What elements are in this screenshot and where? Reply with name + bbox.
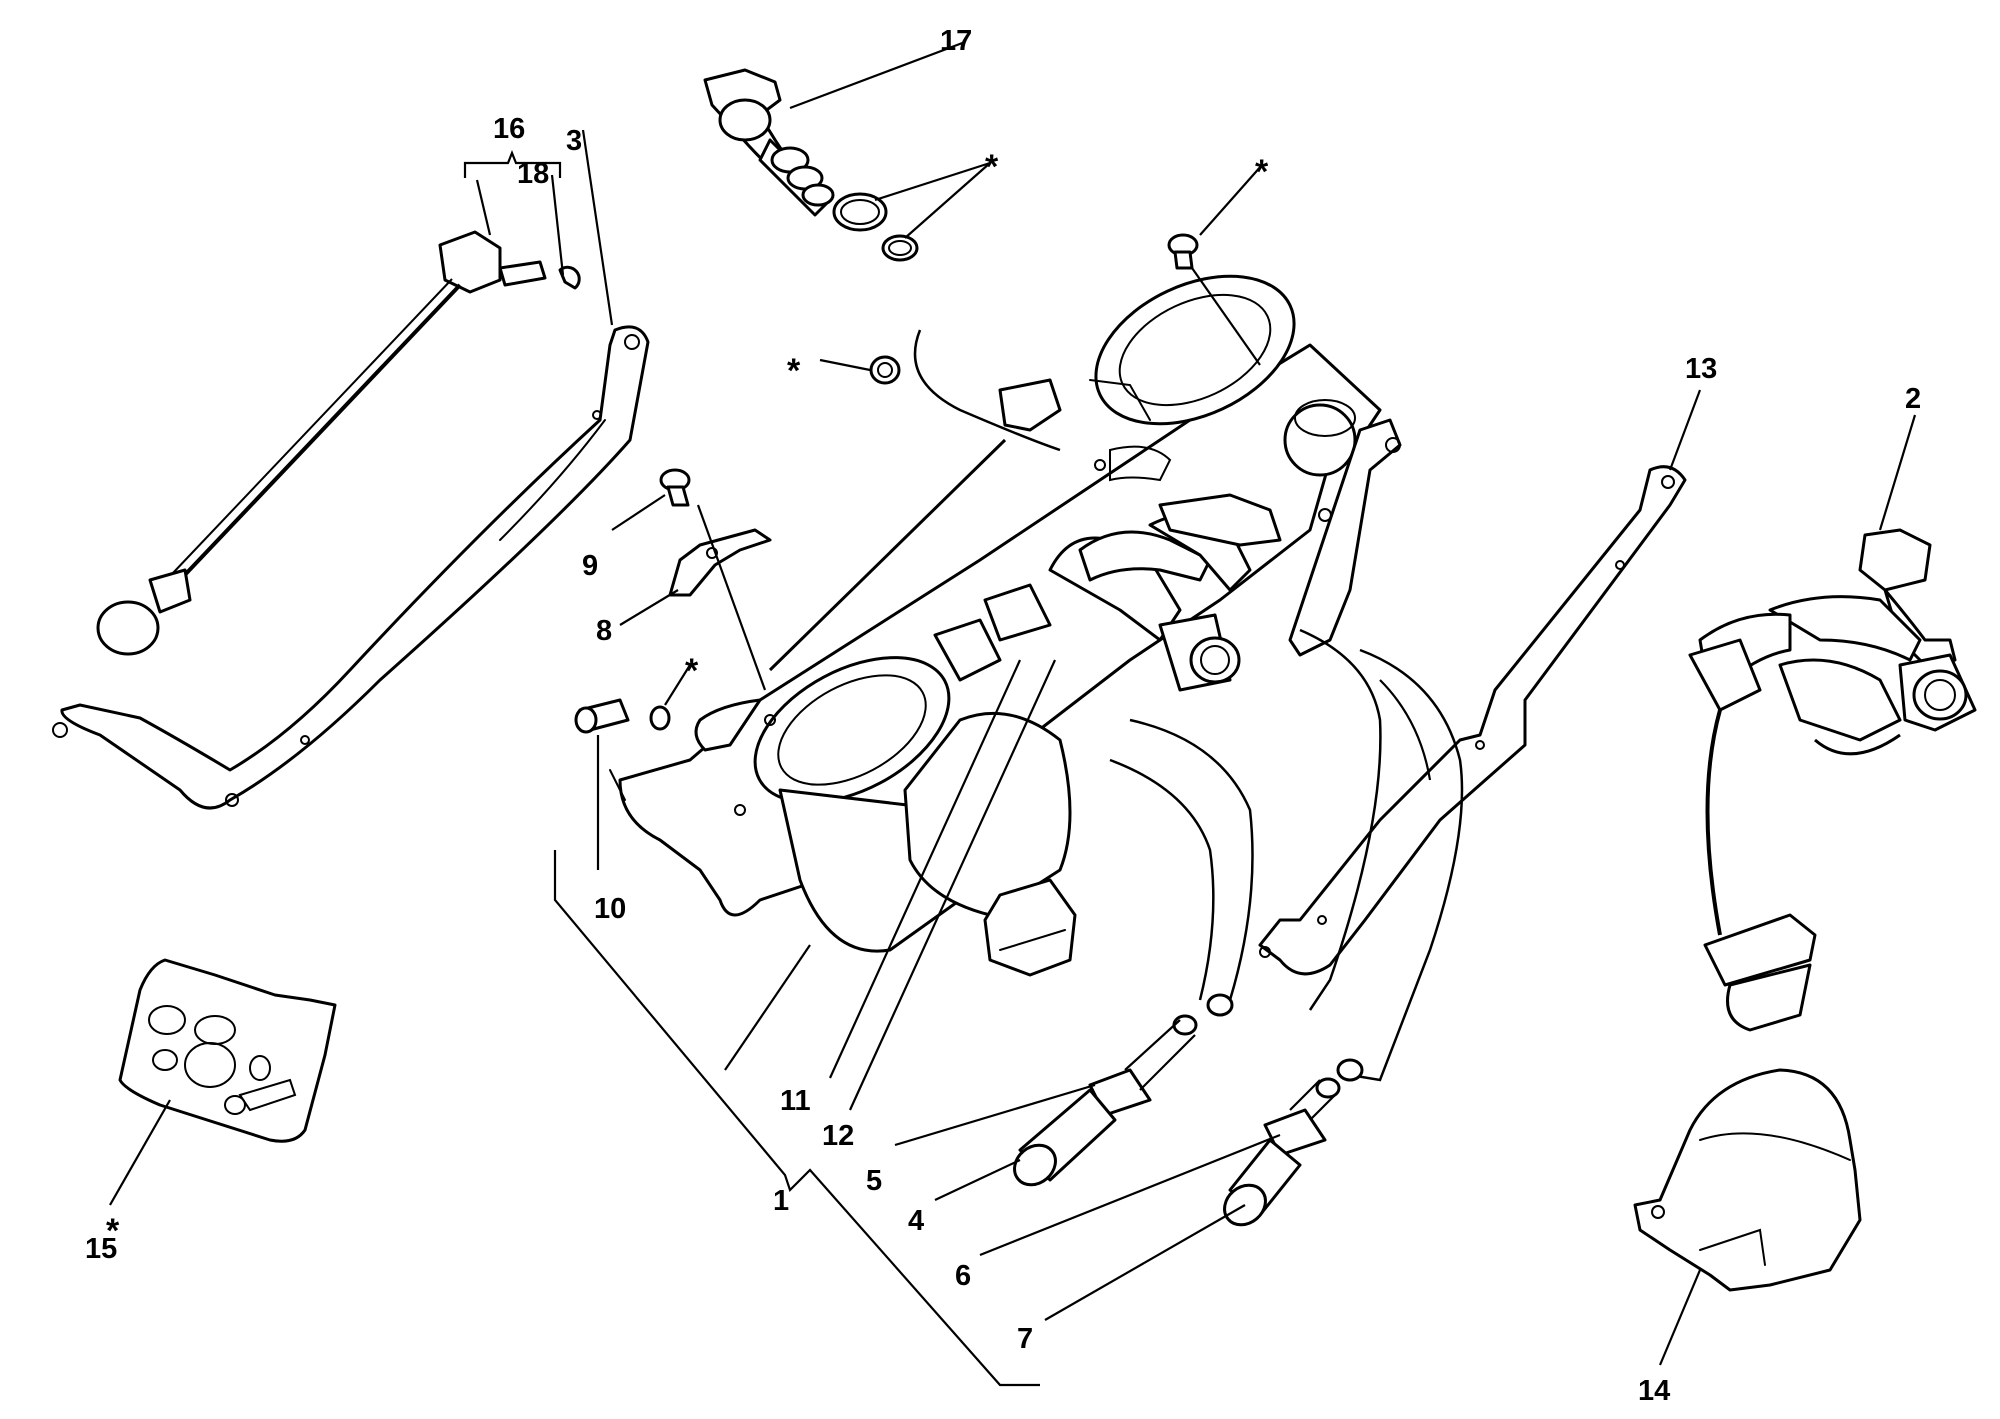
part-17-injector — [703, 68, 835, 217]
label-9: 9 — [582, 550, 598, 582]
asterisk-screw: * — [1255, 153, 1269, 191]
label-16: 16 — [493, 113, 525, 145]
label-10: 10 — [594, 893, 626, 925]
part-5-clamp — [1088, 1019, 1196, 1117]
part-6-clamp — [1263, 1079, 1336, 1157]
label-17: 17 — [940, 25, 972, 57]
washer — [869, 355, 901, 385]
asterisk-washer-10: * — [685, 652, 699, 690]
asterisk-o-rings: * — [985, 148, 999, 186]
label-5: 5 — [866, 1165, 882, 1197]
label-1: 1 — [773, 1185, 789, 1217]
part-2-wiring-harness — [1688, 528, 1977, 1032]
part-15-gasket-kit — [118, 958, 337, 1143]
part-13-bracket — [1258, 465, 1687, 976]
part-7-hose — [1223, 1138, 1302, 1227]
label-4: 4 — [908, 1205, 924, 1237]
label-3: 3 — [566, 125, 582, 157]
part-4-hose — [1013, 1088, 1117, 1187]
part-14-cover — [1633, 1068, 1862, 1292]
bracket-1 — [553, 850, 1040, 1387]
part-10-washer — [649, 705, 671, 731]
asterisk-15: * — [106, 1212, 120, 1250]
screw-top — [1167, 233, 1199, 270]
label-11: 11 — [780, 1085, 811, 1117]
part-8-clip — [668, 528, 772, 597]
bracket-16 — [463, 150, 562, 178]
label-12: 12 — [822, 1120, 854, 1152]
label-15: 15 — [85, 1233, 117, 1265]
part-3-bracket — [52, 325, 650, 810]
label-13: 13 — [1685, 353, 1717, 385]
asterisk-marks: * * * * * — [106, 148, 1269, 1250]
o-ring-small — [881, 234, 919, 262]
label-6: 6 — [955, 1260, 971, 1292]
asterisk-washer: * — [787, 352, 801, 390]
part-10-screw — [574, 698, 630, 734]
leader-lines — [109, 40, 1917, 1366]
part-1-throttle-body — [609, 274, 1402, 977]
hose-curves — [1109, 628, 1464, 1082]
o-ring-large — [832, 192, 888, 232]
part-18-clip — [558, 265, 581, 290]
hose-end-a — [1172, 993, 1364, 1099]
label-18: 18 — [517, 158, 549, 190]
label-14: 14 — [1638, 1375, 1670, 1407]
part-9-screw — [659, 468, 691, 507]
callout-labels: 17 16 3 18 9 8 10 11 12 5 1 4 6 7 13 2 1… — [85, 25, 1921, 1407]
part-16-throttle-cable — [96, 230, 547, 656]
label-7: 7 — [1017, 1323, 1033, 1355]
label-8: 8 — [596, 615, 612, 647]
label-2: 2 — [1905, 383, 1921, 415]
